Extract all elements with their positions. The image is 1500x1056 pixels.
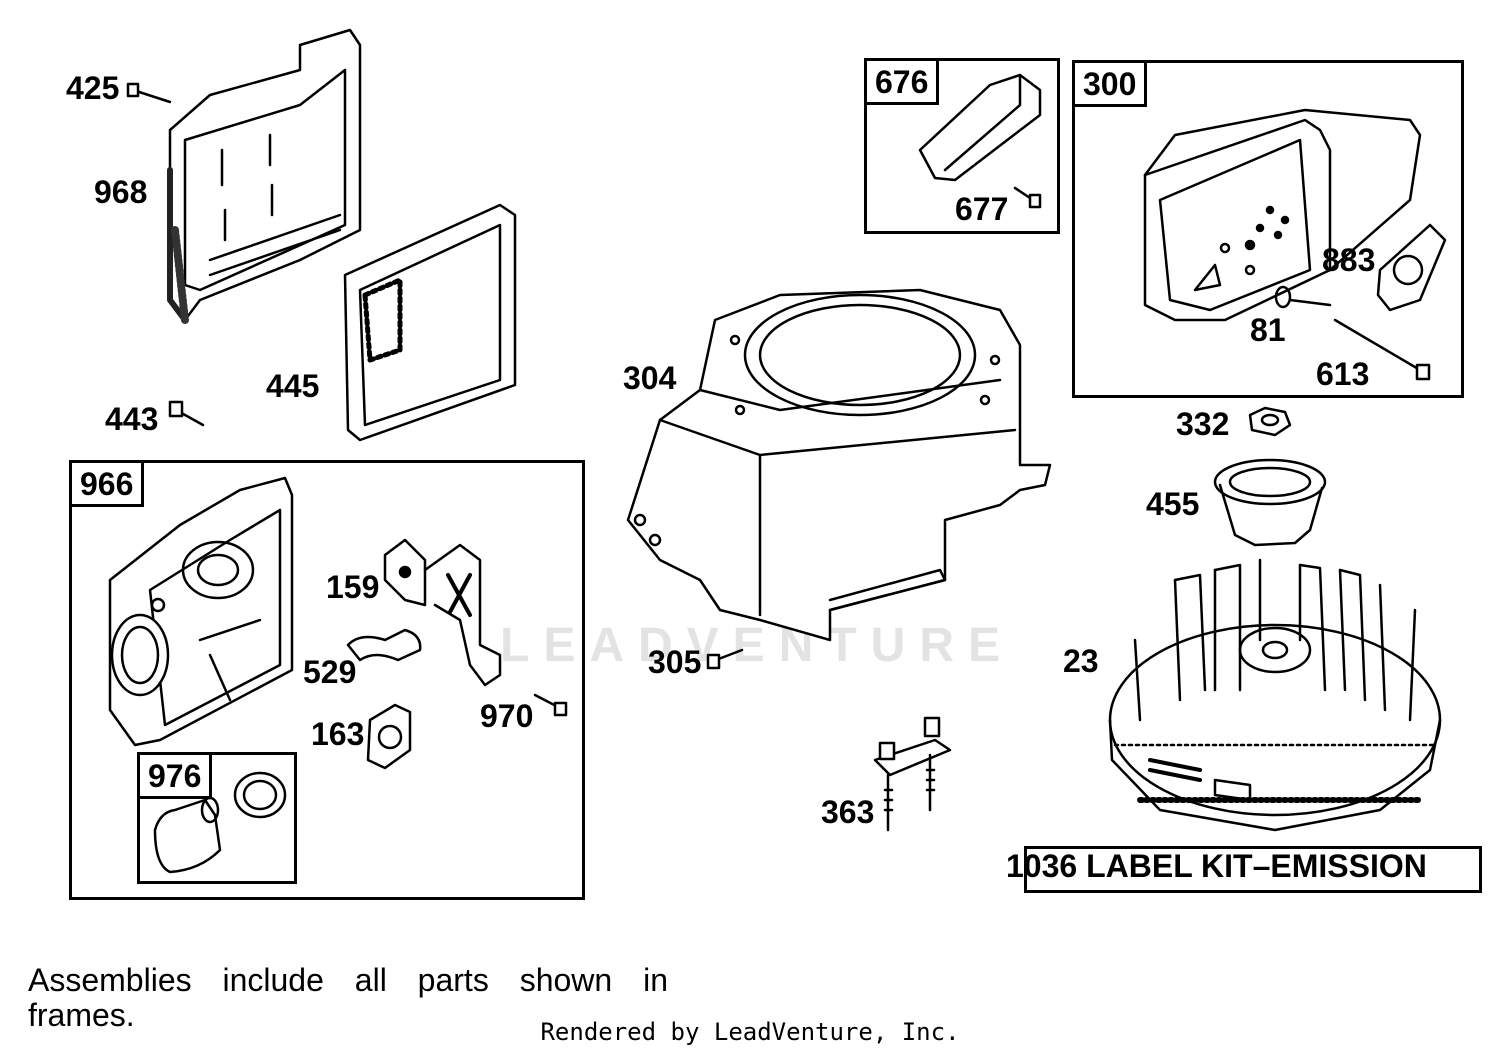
tag-976: 976 [137,752,213,799]
cover-676 [918,73,1042,182]
air-cleaner-base-968 [167,28,362,324]
primer-976 [153,771,287,874]
starter-cup-455 [1213,458,1327,547]
frame-976 [137,752,297,884]
carburetor-base-966 [108,476,294,747]
kit-label-1036: 1036 LABEL KIT–EMISSION [1006,848,1427,884]
label-970: 970 [480,698,534,734]
muffler-300 [1143,108,1422,322]
screw-970 [533,693,568,717]
label-305: 305 [648,644,702,680]
bolt-613 [1274,285,1431,381]
label-455: 455 [1146,486,1200,522]
label-677: 677 [955,191,1009,227]
gasket-883 [1376,223,1447,312]
label-81: 81 [1250,312,1286,348]
label-332: 332 [1176,406,1230,442]
gasket-163 [366,703,412,770]
kit-label-box [1024,846,1482,893]
label-23: 23 [1063,643,1099,679]
label-425: 425 [66,70,120,106]
label-304: 304 [623,360,677,396]
screw-443 [168,400,205,427]
label-163: 163 [311,716,365,752]
tag-966: 966 [69,460,145,507]
screw-305 [706,648,744,670]
label-443: 443 [105,401,159,437]
nut-332 [1248,406,1292,437]
frame-676 [864,58,1060,234]
label-363: 363 [821,794,875,830]
label-529: 529 [303,654,357,690]
air-filter-445 [343,203,517,442]
tag-300: 300 [1072,60,1148,107]
tag-676: 676 [864,58,940,105]
screw-677 [1013,186,1042,209]
label-159: 159 [326,569,380,605]
label-883: 883 [1322,242,1376,278]
elbow-529 [346,628,422,662]
frame-300 [1072,60,1464,398]
render-credit: Rendered by LeadVenture, Inc. [540,1018,960,1046]
blower-housing-304 [626,288,1052,642]
flywheel-23 [1108,558,1442,832]
label-613: 613 [1316,356,1370,392]
screw-425 [126,82,172,104]
label-968: 968 [94,174,148,210]
label-445: 445 [266,368,320,404]
bracket-159 [383,538,502,687]
assemblies-note: Assemblies include all parts shown in fr… [28,962,668,1033]
bracket-363 [873,716,952,832]
frame-966 [69,460,585,900]
